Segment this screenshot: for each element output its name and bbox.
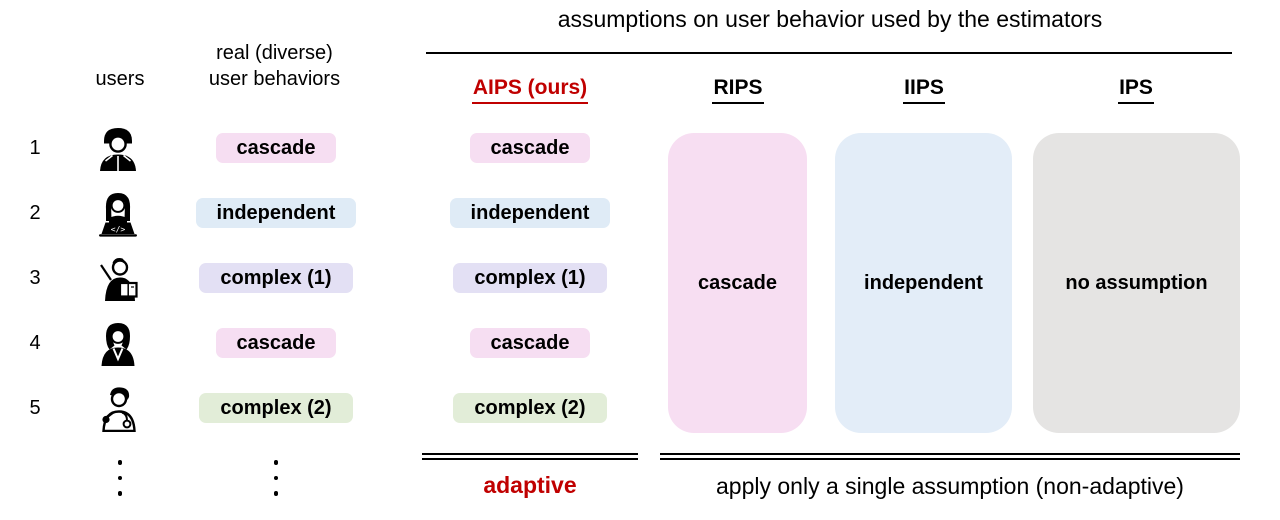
woman-icon [92,319,144,367]
aips-assumption-badge: complex (1) [453,263,607,293]
aips-assumption-badge: cascade [469,328,591,358]
adaptive-label: adaptive [483,472,577,498]
aips-assumption-badge: cascade [469,133,591,163]
behaviors-header-line1: real (diverse) [216,42,333,64]
row-number: 5 [29,397,41,419]
aips-assumption-badge: independent [449,198,611,228]
figure-title: assumptions on user behavior used by the… [557,6,1103,32]
doctor-icon [92,384,144,433]
svg-text:</>: </> [111,225,126,234]
user-row-3: 3 complex (1) complex (1) [0,252,660,304]
title-underline-rule [426,52,1232,54]
adaptive-double-rule [422,453,638,460]
behaviors-column-header: real (diverse) user behaviors [172,40,377,92]
iips-column-header: IIPS [836,76,1012,104]
ips-assumption-box: no assumption [1033,133,1240,433]
developer-with-laptop-icon: </> [92,189,144,237]
non-adaptive-double-rule [660,453,1240,460]
aips-assumption-badge: complex (2) [453,393,607,423]
user-row-4: 4 cascade cascade [0,317,660,369]
row-number: 3 [29,267,41,289]
iips-assumption-box: independent [835,133,1012,433]
row-number: 1 [29,137,41,159]
row-number: 2 [29,202,41,224]
rips-assumption-box: cascade [668,133,807,433]
behavior-badge: cascade [215,133,337,163]
teacher-with-book-icon [92,254,144,302]
behavior-badge: independent [195,198,357,228]
iips-header-label: IIPS [903,76,945,104]
row-number: 4 [29,332,41,354]
user-row-2: 2 </> independent independent [0,187,660,239]
ips-header-label: IPS [1118,76,1154,104]
user-with-cap-icon [92,124,144,172]
rips-column-header: RIPS [662,76,814,104]
behavior-badge: complex (1) [199,263,353,293]
aips-header-label: AIPS (ours) [471,76,589,104]
user-row-5: 5 complex (2) complex (2) [0,382,660,434]
ips-column-header: IPS [1032,76,1240,104]
behavior-badge: cascade [215,328,337,358]
non-adaptive-label: apply only a single assumption (non-adap… [716,473,1184,499]
users-column-header: users [95,68,145,90]
aips-column-header: AIPS (ours) [430,76,630,104]
vertical-ellipsis-icon [256,460,296,507]
rips-header-label: RIPS [712,76,764,104]
behaviors-header-line2: user behaviors [208,68,341,90]
user-row-1: 1 cascade cascade [0,122,660,174]
vertical-ellipsis-icon [100,460,140,507]
behavior-badge: complex (2) [199,393,353,423]
